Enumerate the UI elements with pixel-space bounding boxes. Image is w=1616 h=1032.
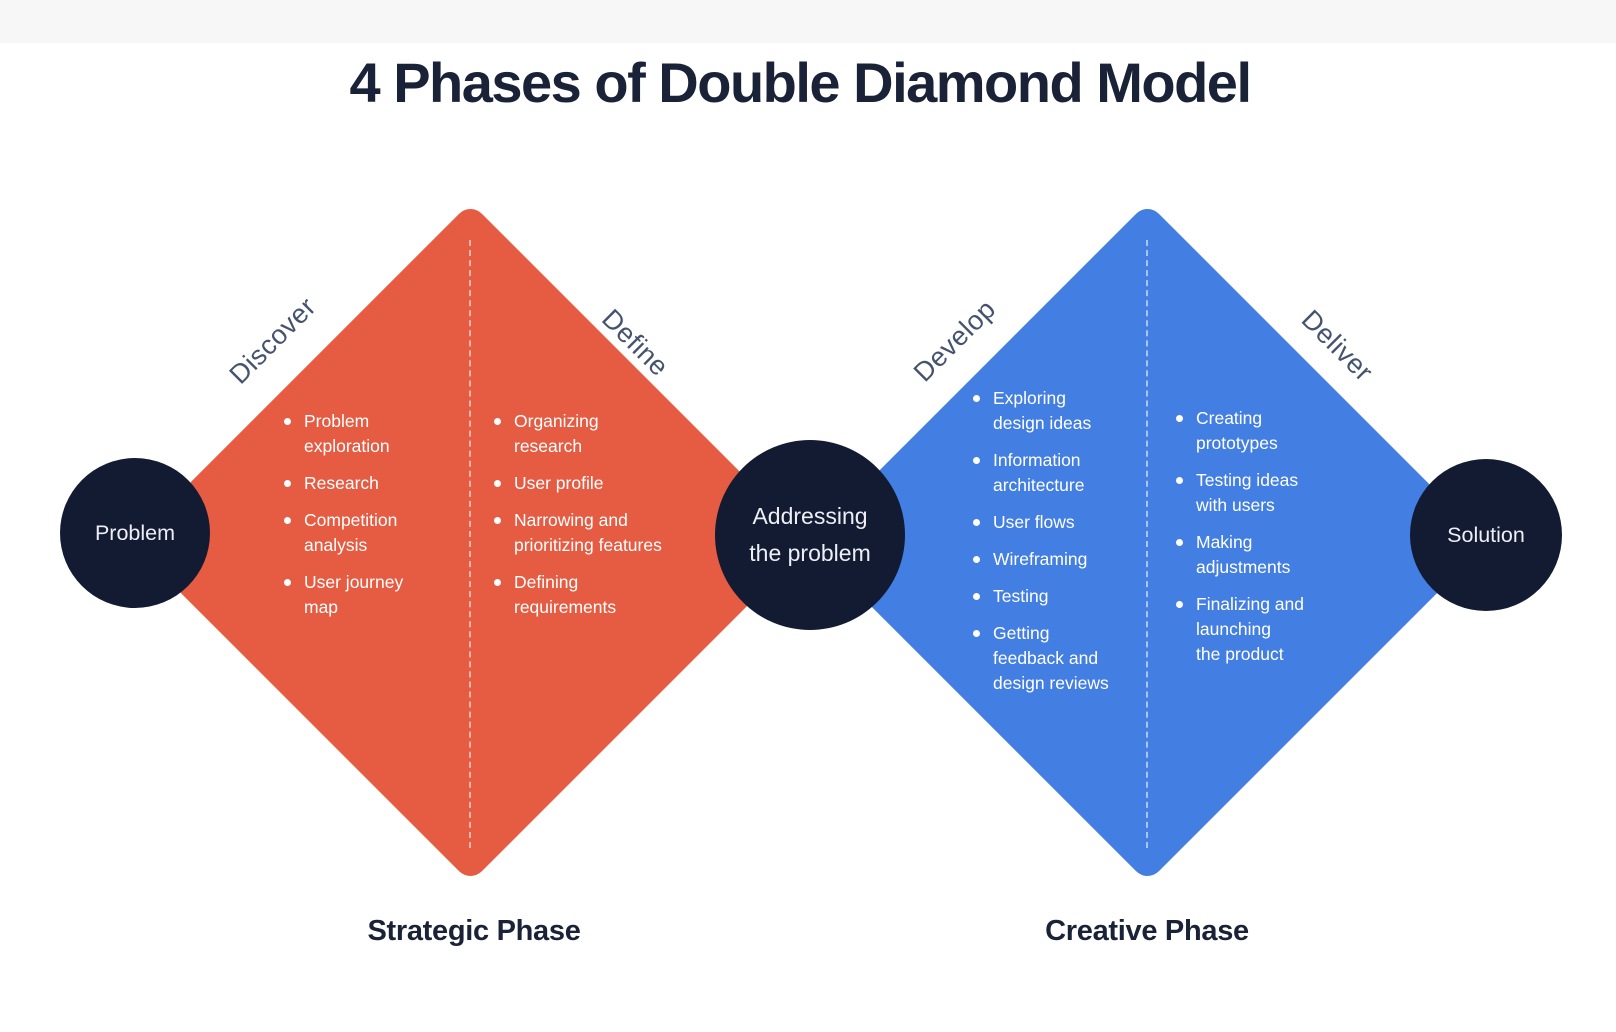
list-item-text: Creating prototypes — [1196, 408, 1278, 453]
bullet-icon — [1176, 477, 1183, 484]
list-item-text: Research — [304, 473, 379, 493]
bullet-icon — [973, 457, 980, 464]
bullet-icon — [973, 519, 980, 526]
list-item-text: User flows — [993, 512, 1075, 532]
list-item: Wireframing — [973, 547, 1163, 572]
problem-node: Problem — [60, 458, 210, 608]
list-item: Information architecture — [973, 448, 1163, 498]
page-title: 4 Phases of Double Diamond Model — [349, 51, 1252, 114]
list-item: User profile — [494, 471, 719, 496]
solution-node-label: Solution — [1447, 522, 1525, 547]
list-item: User journey map — [284, 570, 464, 620]
bullet-icon — [284, 418, 291, 425]
list-item: Testing ideas with users — [1176, 468, 1366, 518]
bullet-icon — [1176, 601, 1183, 608]
list-item: Exploring design ideas — [973, 386, 1163, 436]
list-item: Narrowing and prioritizing features — [494, 508, 719, 558]
bullet-icon — [973, 630, 980, 637]
list-item-text: Defining requirements — [514, 572, 617, 617]
solution-node: Solution — [1410, 459, 1562, 611]
list-item-text: Testing — [993, 586, 1049, 606]
list-item-text: Competition analysis — [304, 510, 398, 555]
list-item-text: Narrowing and prioritizing features — [514, 510, 662, 555]
list-item-text: Exploring design ideas — [993, 388, 1092, 433]
list-item-text: Finalizing and launching the product — [1196, 594, 1304, 664]
addressing-problem-node: Addressing the problem — [715, 440, 905, 630]
list-item: Finalizing and launching the product — [1176, 592, 1366, 667]
list-item-text: User profile — [514, 473, 604, 493]
list-item: Research — [284, 471, 464, 496]
top-band — [0, 0, 1616, 43]
bullet-icon — [1176, 415, 1183, 422]
addressing-problem-node-label: Addressing the problem — [749, 503, 871, 566]
list-item-text: Getting feedback and design reviews — [993, 623, 1109, 693]
strategic-phase-label: Strategic Phase — [367, 915, 581, 947]
bullet-icon — [494, 418, 501, 425]
bullet-icon — [973, 395, 980, 402]
strategic-diamond-divider — [469, 240, 471, 848]
bullet-icon — [284, 480, 291, 487]
list-item-text: Organizing research — [514, 411, 599, 456]
creative-phase-label: Creative Phase — [1045, 915, 1249, 947]
bullet-icon — [1176, 539, 1183, 546]
bullet-icon — [494, 480, 501, 487]
problem-node-label: Problem — [94, 520, 176, 545]
list-item: Making adjustments — [1176, 530, 1366, 580]
creative-diamond-divider — [1146, 240, 1148, 848]
list-item-text: Making adjustments — [1196, 532, 1291, 577]
bullet-icon — [973, 593, 980, 600]
list-item-text: Information architecture — [993, 450, 1085, 495]
bullet-icon — [494, 517, 501, 524]
bullet-icon — [973, 556, 980, 563]
list-item: Organizing research — [494, 409, 719, 459]
list-item: Defining requirements — [494, 570, 719, 620]
bullet-icon — [284, 517, 291, 524]
list-item: Getting feedback and design reviews — [973, 621, 1163, 696]
list-item-text: Wireframing — [993, 549, 1088, 569]
list-item-text: Problem exploration — [304, 411, 390, 456]
list-item: Creating prototypes — [1176, 406, 1366, 456]
bullet-icon — [494, 579, 501, 586]
list-item: Competition analysis — [284, 508, 464, 558]
list-item: User flows — [973, 510, 1163, 535]
list-item: Testing — [973, 584, 1163, 609]
bullet-icon — [284, 579, 291, 586]
list-item-text: Testing ideas with users — [1196, 470, 1299, 515]
list-item-text: User journey map — [304, 572, 404, 617]
list-item: Problem exploration — [284, 409, 464, 459]
